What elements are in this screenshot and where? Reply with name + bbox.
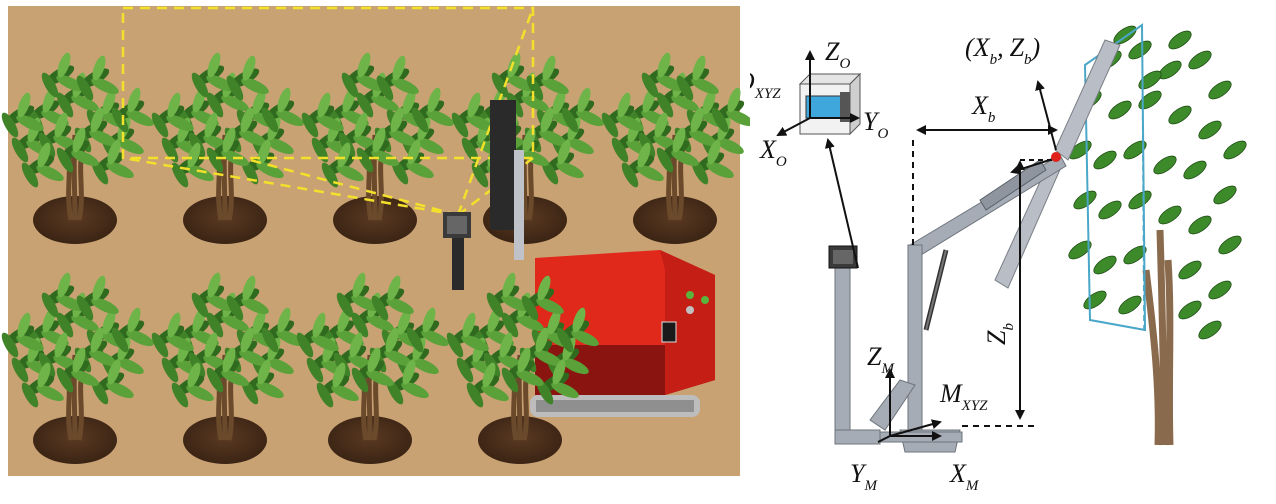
dimension-lines xyxy=(912,80,1058,427)
canopy-centerline xyxy=(1141,24,1145,331)
horizontal-distance-label: Xb xyxy=(971,91,996,126)
robot-frame-axes xyxy=(877,368,942,443)
robot-origin-label: MXYZ xyxy=(939,379,988,414)
camera-z-axis-label: ZO xyxy=(825,37,850,72)
camera-origin-label: OXYZ xyxy=(750,67,781,102)
canopy-outline xyxy=(1083,23,1147,332)
depth-camera-icon xyxy=(443,212,471,290)
robot-z-axis-label: ZM xyxy=(867,342,895,377)
coordinate-diagram-panel: OXYZ ZO YO XO (Xb,Zb) Xb Zb ZM MXYZ YM X… xyxy=(750,0,1276,504)
orchard-scene-panel xyxy=(0,6,750,476)
tree-row-front xyxy=(0,271,451,464)
camera-post xyxy=(828,245,881,445)
camera-y-axis-label: YO xyxy=(863,107,888,142)
orchard-scene xyxy=(0,6,750,476)
robot-y-axis-label: YM xyxy=(850,459,878,494)
robot-x-axis-label: XM xyxy=(949,459,980,494)
manipulator-arm xyxy=(869,154,1067,453)
camera-x-axis-label: XO xyxy=(759,135,787,170)
tree-side-view xyxy=(1065,22,1250,446)
target-coordinate-label: (Xb,Zb) xyxy=(965,33,1040,68)
coordinate-diagram: OXYZ ZO YO XO (Xb,Zb) Xb Zb ZM MXYZ YM X… xyxy=(750,22,1250,494)
camera-frame-axes xyxy=(776,50,860,269)
vertical-distance-label: Zb xyxy=(982,323,1017,345)
arm-mast xyxy=(490,100,524,260)
target-point-icon xyxy=(1051,152,1061,162)
